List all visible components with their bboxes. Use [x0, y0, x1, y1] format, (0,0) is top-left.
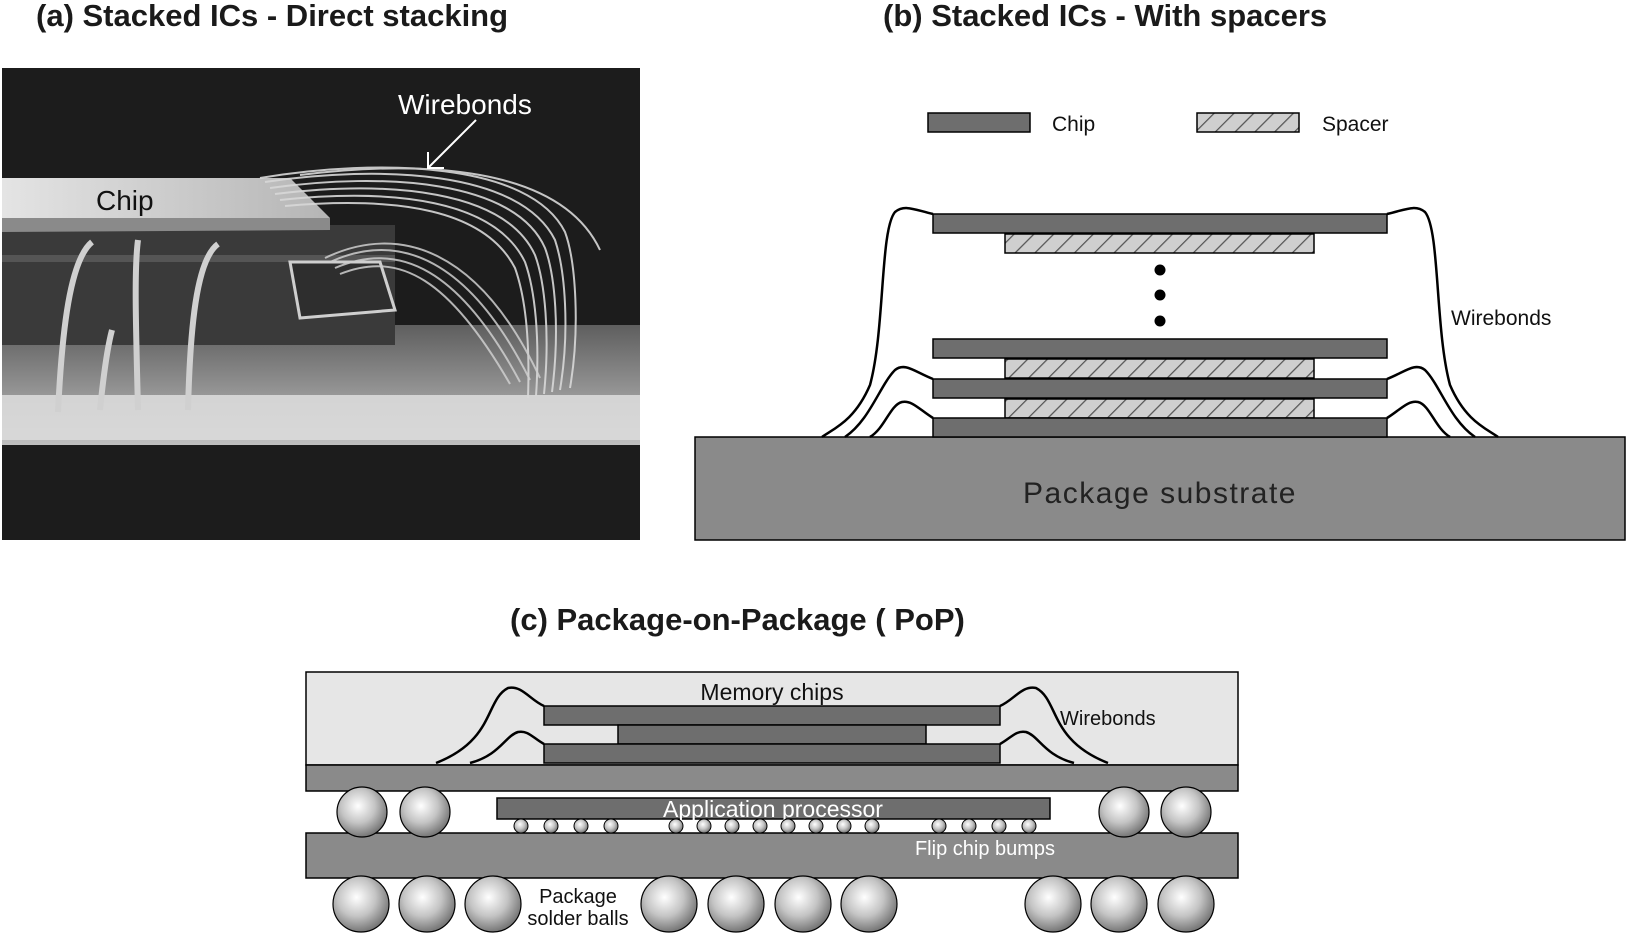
solder-balls-label-line2: solder balls: [527, 908, 628, 930]
chip-1: [932, 417, 1388, 438]
memory-chip-top: [543, 705, 1001, 726]
flip-chip-bump: [864, 818, 880, 834]
flip-chip-bump: [1021, 818, 1037, 834]
app-processor-label: Application processor: [663, 796, 883, 822]
bottom-package-substrate: [305, 832, 1239, 879]
panel-b-diagram: Chip Spacer Package substrate Wi: [694, 112, 1626, 541]
package-solder-balls: [332, 875, 1215, 933]
memory-chip-middle: [617, 724, 927, 745]
panel-c-wirebonds-label: Wirebonds: [1060, 708, 1156, 730]
solder-ball: [640, 875, 698, 933]
flip-chip-bump: [931, 818, 947, 834]
flip-chip-bump: [543, 818, 559, 834]
flip-chip-bump: [724, 818, 740, 834]
ellipsis-dot: [1154, 289, 1166, 301]
panel-b-wirebonds: [821, 206, 1499, 439]
flip-chip-label: Flip chip bumps: [915, 838, 1055, 860]
flip-chip-bump: [696, 818, 712, 834]
flip-chip-bump: [991, 818, 1007, 834]
application-processor: [496, 797, 1051, 820]
solder-ball: [464, 875, 522, 933]
panel-c-wirebonds: [435, 686, 1109, 765]
pop-ball: [1160, 786, 1212, 838]
spacer-1: [1004, 398, 1315, 419]
solder-ball: [840, 875, 898, 933]
photo-wirebonds-top: [259, 166, 601, 399]
flip-chip-bump: [573, 818, 589, 834]
flip-chip-bump: [603, 818, 619, 834]
photo-label-chip: Chip: [96, 185, 154, 216]
spacer-2: [1004, 358, 1315, 379]
flip-chip-bump: [961, 818, 977, 834]
ellipsis-dot: [1154, 264, 1166, 276]
pop-interconnect-balls: [336, 786, 1212, 838]
flip-chip-bump: [752, 818, 768, 834]
flip-chip-bump: [668, 818, 684, 834]
panel-c-title: (c) Package-on-Package ( PoP): [510, 602, 965, 637]
flip-chip-bumps: [513, 818, 1037, 834]
flip-chip-bump: [808, 818, 824, 834]
solder-ball: [332, 875, 390, 933]
legend-spacer-swatch: [1196, 112, 1300, 133]
flip-chip-bump: [836, 818, 852, 834]
legend-spacer-label: Spacer: [1322, 113, 1389, 136]
flip-chip-bump: [513, 818, 529, 834]
top-package-substrate: [305, 764, 1239, 792]
photo-top-chip: [2, 178, 330, 226]
solder-ball: [774, 875, 832, 933]
photo-label-wirebonds: Wirebonds: [398, 89, 532, 120]
photo-wirebonds-lower: [324, 242, 541, 385]
memory-chips-label: Memory chips: [700, 679, 843, 705]
panel-a-title: (a) Stacked ICs - Direct stacking: [36, 0, 509, 33]
substrate-label: Package substrate: [1023, 477, 1297, 510]
chip-3: [932, 338, 1388, 359]
panel-b-wirebonds-label: Wirebonds: [1451, 307, 1551, 330]
spacer-top: [1004, 233, 1315, 254]
solder-balls-label-line1: Package: [539, 886, 617, 908]
solder-ball: [1157, 875, 1215, 933]
legend-chip-swatch: [927, 112, 1031, 133]
chip-2: [932, 378, 1388, 399]
legend-chip-label: Chip: [1052, 113, 1095, 136]
flip-chip-bump: [780, 818, 796, 834]
solder-ball: [1024, 875, 1082, 933]
ellipsis-dot: [1154, 315, 1166, 327]
panel-a-photo: Wirebonds Chip: [2, 68, 640, 540]
package-substrate: [694, 436, 1626, 541]
pop-ball: [336, 786, 388, 838]
solder-ball: [398, 875, 456, 933]
solder-ball: [1090, 875, 1148, 933]
photo-side-wires: [55, 239, 221, 413]
panel-c-diagram: Memory chips Wirebonds Flip chip bumps A…: [305, 671, 1239, 933]
pop-ball: [1098, 786, 1150, 838]
solder-ball: [707, 875, 765, 933]
panel-b-title: (b) Stacked ICs - With spacers: [883, 0, 1328, 33]
chip-top: [932, 213, 1388, 234]
memory-chip-bottom: [543, 743, 1001, 764]
wirebonds-arrow: [427, 119, 477, 169]
pop-ball: [399, 786, 451, 838]
